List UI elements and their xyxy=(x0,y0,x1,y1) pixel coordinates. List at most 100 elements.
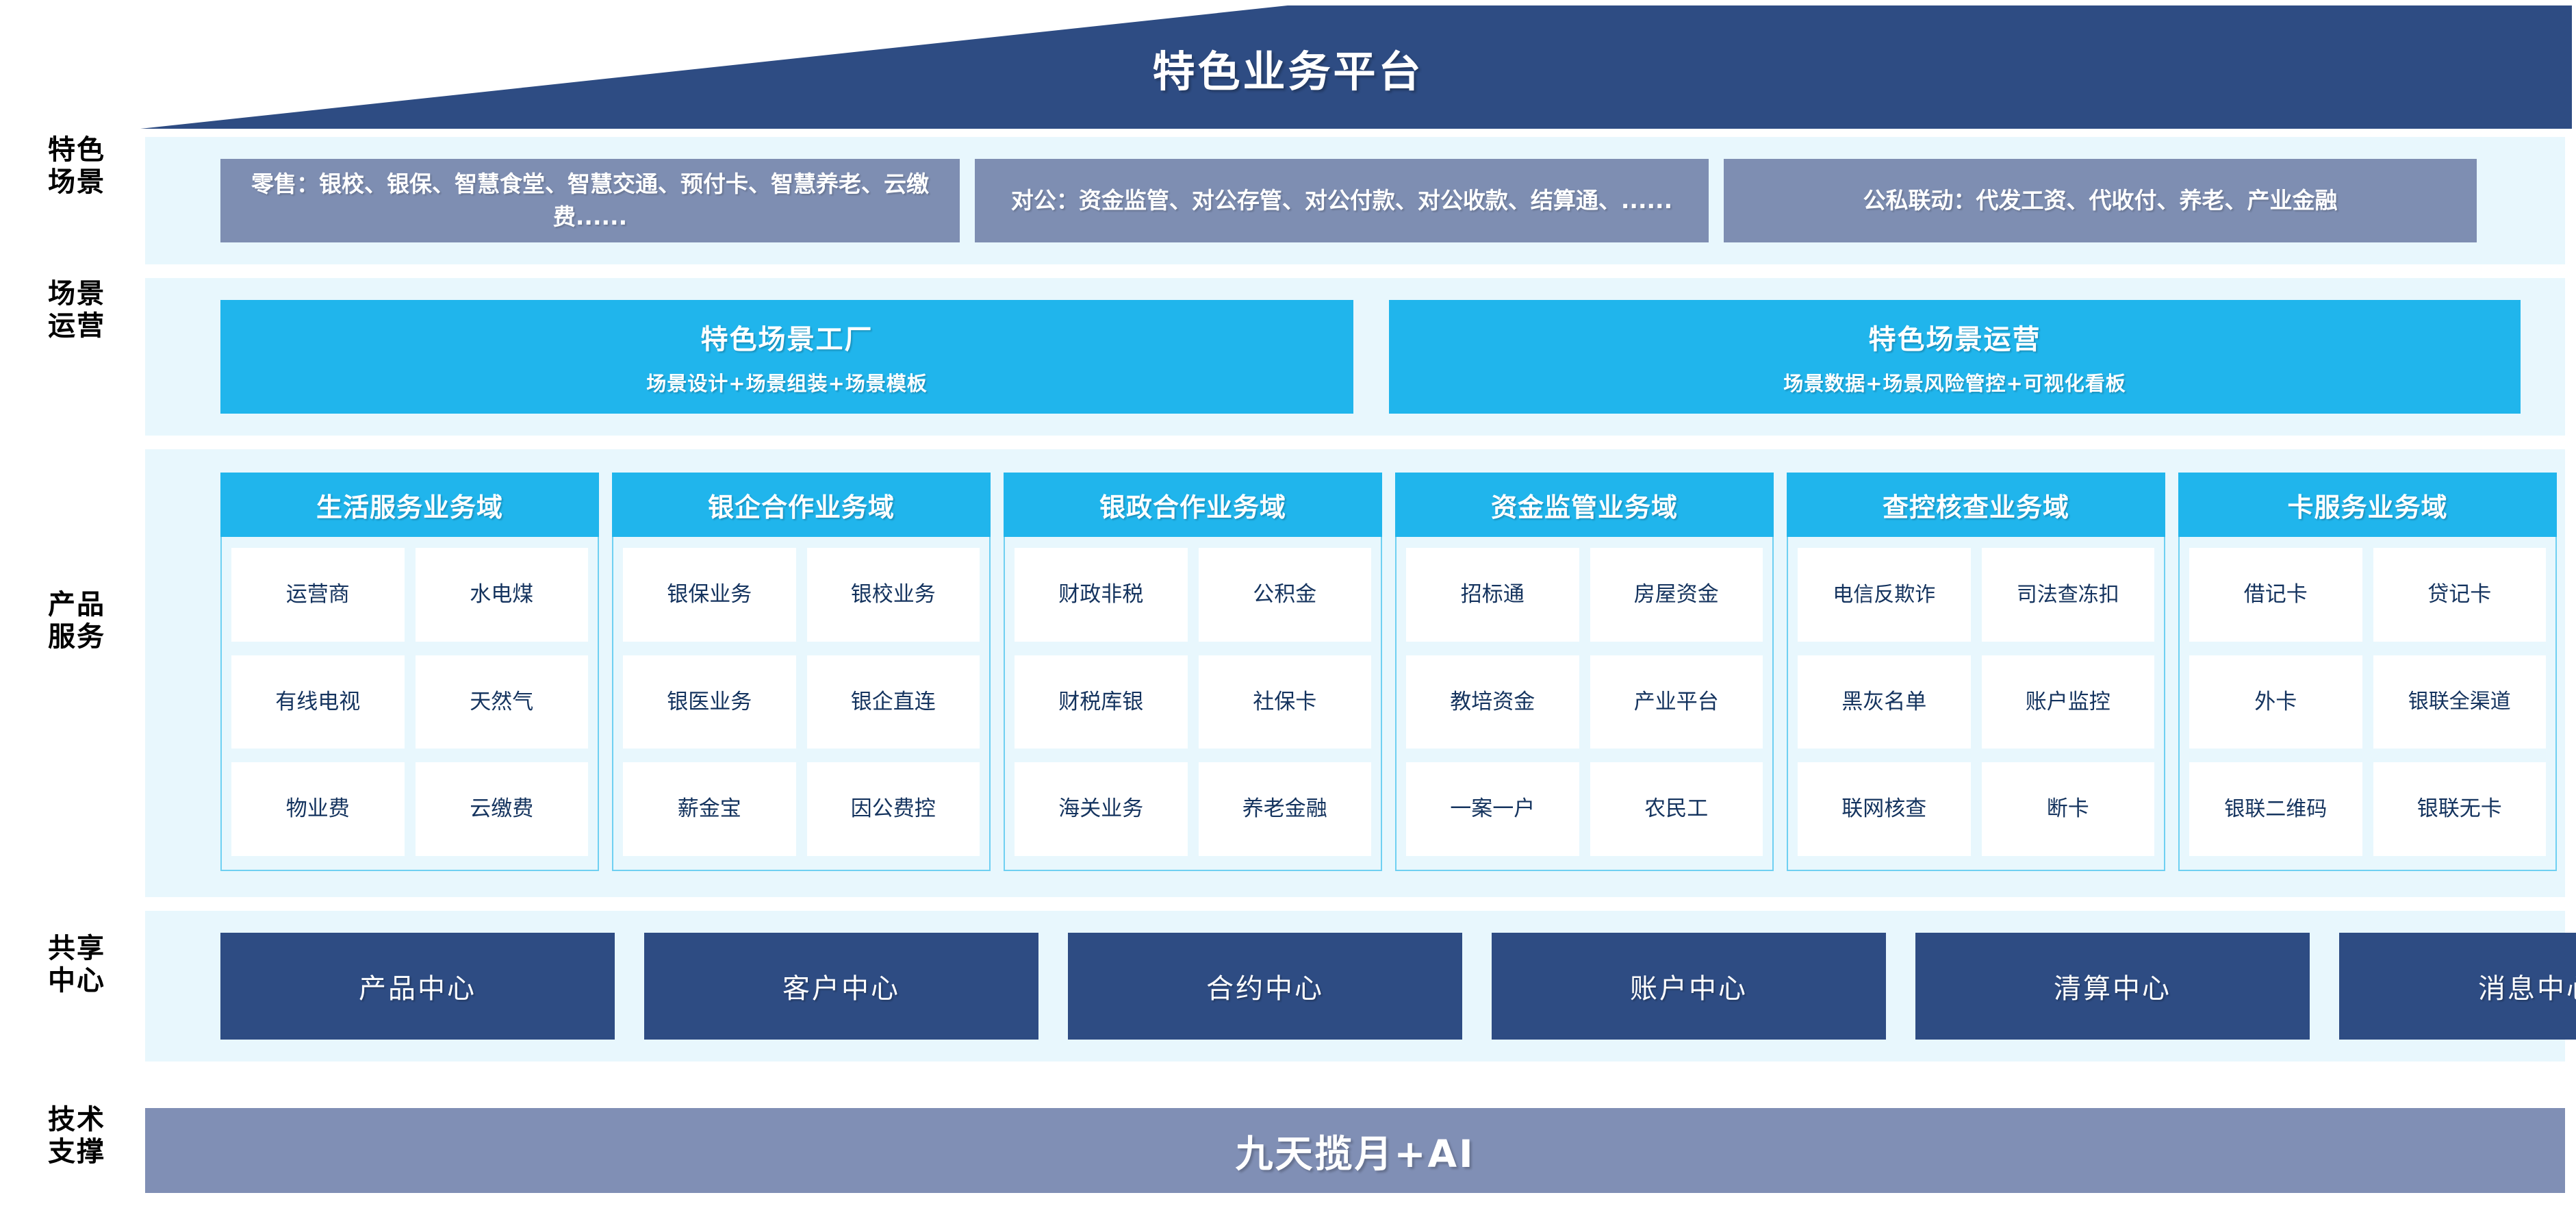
product-item-cell[interactable]: 银联无卡 xyxy=(2373,762,2546,857)
product-item-cell[interactable]: 房屋资金 xyxy=(1590,548,1763,642)
product-domain-grid: 财政非税公积金财税库银 社保卡海关业务 养老金融 xyxy=(1015,548,1371,857)
product-item-cell[interactable]: 银保业务 xyxy=(623,548,796,642)
product-item-cell[interactable]: 电信反欺诈 xyxy=(1798,548,1971,642)
product-domain-title[interactable]: 卡服务业务域 xyxy=(2178,473,2557,537)
scenario-factory-title: 特色场景工厂 xyxy=(700,324,873,355)
shared-center-box[interactable]: 消息中心 xyxy=(2339,933,2576,1040)
side-label-scenario-ops: 场景 运营 xyxy=(16,278,137,342)
product-item-cell[interactable]: 财税库银 xyxy=(1015,655,1188,749)
product-domain-body: 借记卡贷记卡外卡银联全渠道银联二维码银联无卡 xyxy=(2178,537,2557,871)
product-item-label: 财税库银 xyxy=(1058,689,1144,714)
product-item-label: 教培资金 xyxy=(1450,689,1535,714)
shared-center-box[interactable]: 账户中心 xyxy=(1492,933,1886,1040)
product-item-cell[interactable]: 海关业务 xyxy=(1015,762,1188,857)
product-domain-title[interactable]: 查控核查业务域 xyxy=(1787,473,2165,537)
product-item-cell[interactable]: 天然气 xyxy=(415,655,588,749)
product-item-cell[interactable]: 银联二维码 xyxy=(2189,762,2362,857)
product-domain-pair-row: 海关业务 养老金融 xyxy=(1015,762,1371,857)
product-item-cell[interactable]: 产业平台 xyxy=(1590,655,1763,749)
product-domain-column: 查控核查业务域电信反欺诈司法查冻扣黑灰名单账户监控联网核查断卡 xyxy=(1787,473,2165,871)
product-item-cell[interactable]: 银企直连 xyxy=(806,655,980,749)
scenario-ops-row: 特色场景工厂 场景设计+场景组装+场景模板 特色场景运营 场景数据+场景风险管控… xyxy=(220,300,2521,414)
product-item-cell[interactable]: 运营商 xyxy=(231,548,405,642)
product-item-label: 银医业务 xyxy=(667,689,752,714)
roof-shape-icon xyxy=(140,5,2572,129)
product-item-cell[interactable]: 水电煤 xyxy=(415,548,588,642)
scenario-box-corporate[interactable]: 对公：资金监管、对公存管、对公付款、对公收款、结算通、...... xyxy=(975,159,1709,242)
product-item-cell[interactable]: 外卡 xyxy=(2189,655,2362,749)
product-item-label: 外卡 xyxy=(2254,689,2297,714)
product-domain-body: 招标通 房屋资金教培资金 产业平台一案一户农民工 xyxy=(1395,537,1774,871)
product-domain-title[interactable]: 银企合作业务域 xyxy=(612,473,991,537)
product-item-cell[interactable]: 社保卡 xyxy=(1198,655,1371,749)
shared-center-box[interactable]: 产品中心 xyxy=(220,933,615,1040)
product-item-cell[interactable]: 银联全渠道 xyxy=(2373,655,2546,749)
scenario-factory-box[interactable]: 特色场景工厂 场景设计+场景组装+场景模板 xyxy=(220,300,1353,414)
product-domain-pair-row: 薪金宝因公费控 xyxy=(623,762,980,857)
product-item-cell[interactable]: 联网核查 xyxy=(1798,762,1971,857)
product-domain-pair-row: 招标通 房屋资金 xyxy=(1406,548,1763,642)
shared-center-box[interactable]: 合约中心 xyxy=(1068,933,1462,1040)
scenario-factory-subtitle: 场景设计+场景组装+场景模板 xyxy=(646,372,928,395)
product-item-label: 物业费 xyxy=(285,796,350,822)
product-item-label: 天然气 xyxy=(470,689,534,714)
product-item-label: 有线电视 xyxy=(275,689,361,714)
product-domain-body: 银保业务 银校业务银医业务 银企直连薪金宝因公费控 xyxy=(612,537,991,871)
product-item-cell[interactable]: 薪金宝 xyxy=(623,762,796,857)
product-item-label: 银校业务 xyxy=(850,581,936,607)
product-domain-pair-row: 银联二维码 银联无卡 xyxy=(2189,762,2546,857)
product-domain-column: 银政合作业务域财政非税公积金财税库银 社保卡海关业务 养老金融 xyxy=(1004,473,1382,871)
product-domain-title[interactable]: 资金监管业务域 xyxy=(1395,473,1774,537)
product-item-label: 房屋资金 xyxy=(1633,581,1719,607)
product-domain-column: 生活服务业务域运营商水电煤有线电视 天然气物业费 云缴费 xyxy=(220,473,599,871)
product-item-cell[interactable]: 银医业务 xyxy=(623,655,796,749)
product-item-cell[interactable]: 公积金 xyxy=(1198,548,1371,642)
product-item-cell[interactable]: 云缴费 xyxy=(415,762,588,857)
side-label-scenarios-line1: 特色 xyxy=(48,134,105,166)
product-domain-grid: 银保业务 银校业务银医业务 银企直连薪金宝因公费控 xyxy=(623,548,980,857)
product-item-label: 银保业务 xyxy=(667,581,752,607)
product-domain-title[interactable]: 银政合作业务域 xyxy=(1004,473,1382,537)
product-item-cell[interactable]: 养老金融 xyxy=(1198,762,1371,857)
side-label-scenarios-line2: 场景 xyxy=(48,166,105,199)
product-domain-grid: 运营商水电煤有线电视 天然气物业费 云缴费 xyxy=(231,548,588,857)
product-item-label: 养老金融 xyxy=(1242,796,1327,822)
product-item-cell[interactable]: 因公费控 xyxy=(806,762,980,857)
product-domain-pair-row: 财税库银 社保卡 xyxy=(1015,655,1371,749)
product-item-cell[interactable]: 银校业务 xyxy=(806,548,980,642)
product-item-cell[interactable]: 教培资金 xyxy=(1406,655,1579,749)
product-item-cell[interactable]: 物业费 xyxy=(231,762,405,857)
product-item-label: 二维码 xyxy=(2265,796,2328,821)
shared-center-box[interactable]: 客户中心 xyxy=(644,933,1038,1040)
side-label-shared-center-line1: 共享 xyxy=(48,933,105,964)
tech-support-bar[interactable]: 九天揽月+AI xyxy=(145,1108,2565,1193)
product-item-cell[interactable]: 有线电视 xyxy=(231,655,405,749)
product-item-cell[interactable]: 财政非税 xyxy=(1015,548,1188,642)
product-domain-title[interactable]: 生活服务业务域 xyxy=(220,473,599,537)
side-label-tech-support-line2: 支撑 xyxy=(48,1136,105,1168)
product-item-label: 银联无卡 xyxy=(2416,796,2502,822)
product-item-cell[interactable]: 借记卡 xyxy=(2189,548,2362,642)
scenario-box-retail[interactable]: 零售：银校、银保、智慧食堂、智慧交通、预付卡、智慧养老、云缴费...... xyxy=(220,159,960,242)
product-item-cell[interactable]: 农民工 xyxy=(1590,762,1763,857)
product-item-cell[interactable]: 一案一户 xyxy=(1406,762,1579,857)
product-item-label: 银联 xyxy=(2408,690,2449,714)
product-item-cell[interactable]: 司法查冻扣 xyxy=(1981,548,2154,642)
scenario-box-public-private[interactable]: 公私联动：代发工资、代收付、养老、产业金融 xyxy=(1724,159,2477,242)
side-label-tech-support: 技术 支撑 xyxy=(16,1104,137,1168)
platform-roof: 特色业务平台 xyxy=(0,0,2576,137)
product-item-cell[interactable]: 账户监控 xyxy=(1981,655,2154,749)
product-item-cell[interactable]: 招标通 xyxy=(1406,548,1579,642)
shared-center-box[interactable]: 清算中心 xyxy=(1915,933,2310,1040)
scenario-operation-subtitle: 场景数据+场景风险管控+可视化看板 xyxy=(1783,372,2126,395)
product-item-cell[interactable]: 断卡 xyxy=(1981,762,2154,857)
scenario-operation-box[interactable]: 特色场景运营 场景数据+场景风险管控+可视化看板 xyxy=(1389,300,2521,414)
product-item-label: 银企直连 xyxy=(850,689,936,714)
product-item-cell[interactable]: 黑灰名单 xyxy=(1798,655,1971,749)
product-domain-pair-row: 外卡 银联全渠道 xyxy=(2189,655,2546,749)
product-domain-pair-row: 有线电视 天然气 xyxy=(231,655,588,749)
product-domain-column: 卡服务业务域借记卡贷记卡外卡银联全渠道银联二维码银联无卡 xyxy=(2178,473,2557,871)
product-item-cell[interactable]: 贷记卡 xyxy=(2373,548,2546,642)
product-item-label: 电信 xyxy=(1833,582,1874,607)
product-item-label: 全渠道 xyxy=(2449,690,2511,714)
